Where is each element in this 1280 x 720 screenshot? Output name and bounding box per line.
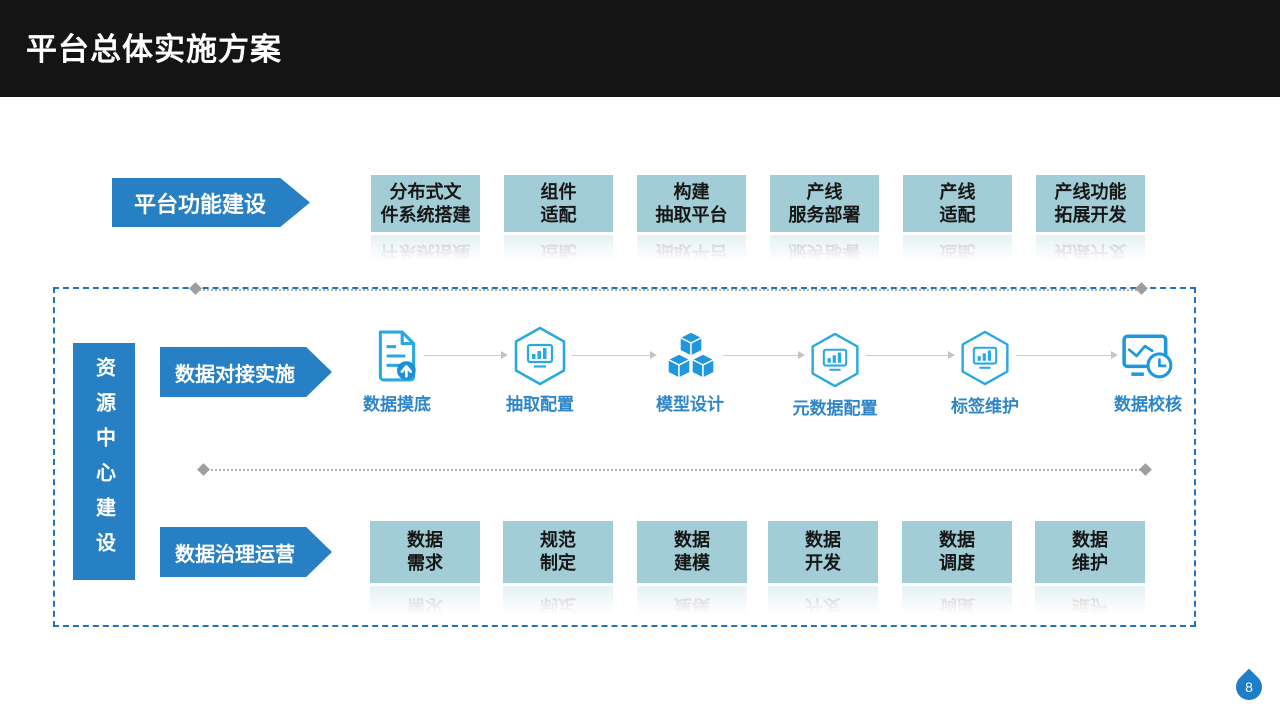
box-label-line: 制定 bbox=[540, 553, 576, 573]
step-label: 数据校核 bbox=[1114, 395, 1182, 414]
flow-step-model-design: 模型设计 bbox=[635, 324, 745, 415]
box-label-line: 产线 bbox=[939, 181, 976, 202]
banner-data-governance: 数据治理运营 bbox=[160, 527, 332, 577]
document-upload-icon bbox=[374, 324, 420, 388]
slide-header: 平台总体实施方案 bbox=[0, 0, 1280, 97]
resource-center-label: 资源中心建设 bbox=[92, 356, 115, 567]
page-number: 8 bbox=[1245, 679, 1253, 695]
box-label-line: 数据 bbox=[805, 530, 841, 550]
hexagon-bar-chart-icon bbox=[958, 326, 1012, 390]
flow-arrow-connector bbox=[1016, 351, 1118, 360]
flow-step-data-verification: 数据校核 bbox=[1093, 324, 1203, 415]
box-label-line: 调度 bbox=[939, 553, 975, 573]
middle-dotted-divider bbox=[203, 469, 1145, 471]
step-label: 模型设计 bbox=[656, 395, 724, 414]
box-label-line: 件系统搭建 bbox=[380, 204, 471, 225]
box-label-line: 数据 bbox=[1072, 530, 1108, 550]
governance-box-1: 数据 需求 bbox=[370, 521, 480, 583]
box-label-line: 需求 bbox=[407, 553, 443, 573]
flow-arrow-connector bbox=[424, 351, 508, 360]
resource-center-container bbox=[53, 287, 1196, 627]
platform-box-3: 构建 抽取平台 bbox=[637, 175, 746, 232]
governance-box-4: 数据 开发 bbox=[768, 521, 878, 583]
box-label-line: 构建 bbox=[673, 181, 710, 202]
flow-arrow-connector bbox=[723, 351, 805, 360]
flow-step-metadata-config: 元数据配置 bbox=[780, 328, 890, 419]
page-number-badge: 8 bbox=[1230, 668, 1268, 706]
platform-box-6: 产线功能 拓展开发 bbox=[1036, 175, 1145, 232]
box-label-line: 开发 bbox=[805, 553, 841, 573]
box-label-line: 数据 bbox=[407, 530, 443, 550]
flow-step-extraction-config: 抽取配置 bbox=[485, 324, 595, 415]
box-label-line: 组件 bbox=[540, 181, 577, 202]
top-dotted-connector bbox=[195, 289, 1141, 291]
page-title: 平台总体实施方案 bbox=[26, 32, 282, 67]
box-label-line: 维护 bbox=[1072, 553, 1108, 573]
resource-center-bar: 资源中心建设 bbox=[73, 343, 135, 580]
step-label: 抽取配置 bbox=[506, 395, 574, 414]
box-label-line: 服务部署 bbox=[788, 204, 861, 225]
box-label-line: 产线 bbox=[806, 181, 843, 202]
flow-step-label-maintenance: 标签维护 bbox=[930, 326, 1040, 417]
box-label-line: 适配 bbox=[939, 204, 976, 225]
box-label-line: 抽取平台 bbox=[655, 204, 728, 225]
governance-box-5: 数据 调度 bbox=[902, 521, 1012, 583]
box-label-line: 建模 bbox=[674, 553, 710, 573]
governance-box-6: 数据 维护 bbox=[1035, 521, 1145, 583]
step-label: 元数据配置 bbox=[792, 399, 878, 418]
banner-platform-function: 平台功能建设 bbox=[112, 178, 310, 227]
box-label-line: 适配 bbox=[540, 204, 577, 225]
cubes-icon bbox=[661, 324, 719, 388]
box-label-line: 规范 bbox=[540, 530, 576, 550]
banner-data-integration: 数据对接实施 bbox=[160, 347, 332, 397]
platform-box-4: 产线 服务部署 bbox=[770, 175, 879, 232]
governance-box-3: 数据 建模 bbox=[637, 521, 747, 583]
monitor-clock-icon bbox=[1121, 324, 1175, 388]
platform-box-5: 产线 适配 bbox=[903, 175, 1012, 232]
platform-box-1: 分布式文 件系统搭建 bbox=[371, 175, 480, 232]
step-label: 数据摸底 bbox=[363, 395, 431, 414]
governance-box-2: 规范 制定 bbox=[503, 521, 613, 583]
box-label-line: 分布式文 bbox=[389, 181, 462, 202]
hexagon-bar-chart-icon bbox=[511, 324, 569, 388]
flow-arrow-connector bbox=[572, 351, 657, 360]
box-label-line: 数据 bbox=[674, 530, 710, 550]
box-label-line: 数据 bbox=[939, 530, 975, 550]
flow-step-data-survey: 数据摸底 bbox=[342, 324, 452, 415]
box-label-line: 拓展开发 bbox=[1054, 204, 1127, 225]
box-label-line: 产线功能 bbox=[1054, 181, 1127, 202]
step-label: 标签维护 bbox=[951, 397, 1019, 416]
platform-box-2: 组件 适配 bbox=[504, 175, 613, 232]
flow-arrow-connector bbox=[866, 351, 955, 360]
hexagon-bar-chart-icon bbox=[808, 328, 862, 392]
